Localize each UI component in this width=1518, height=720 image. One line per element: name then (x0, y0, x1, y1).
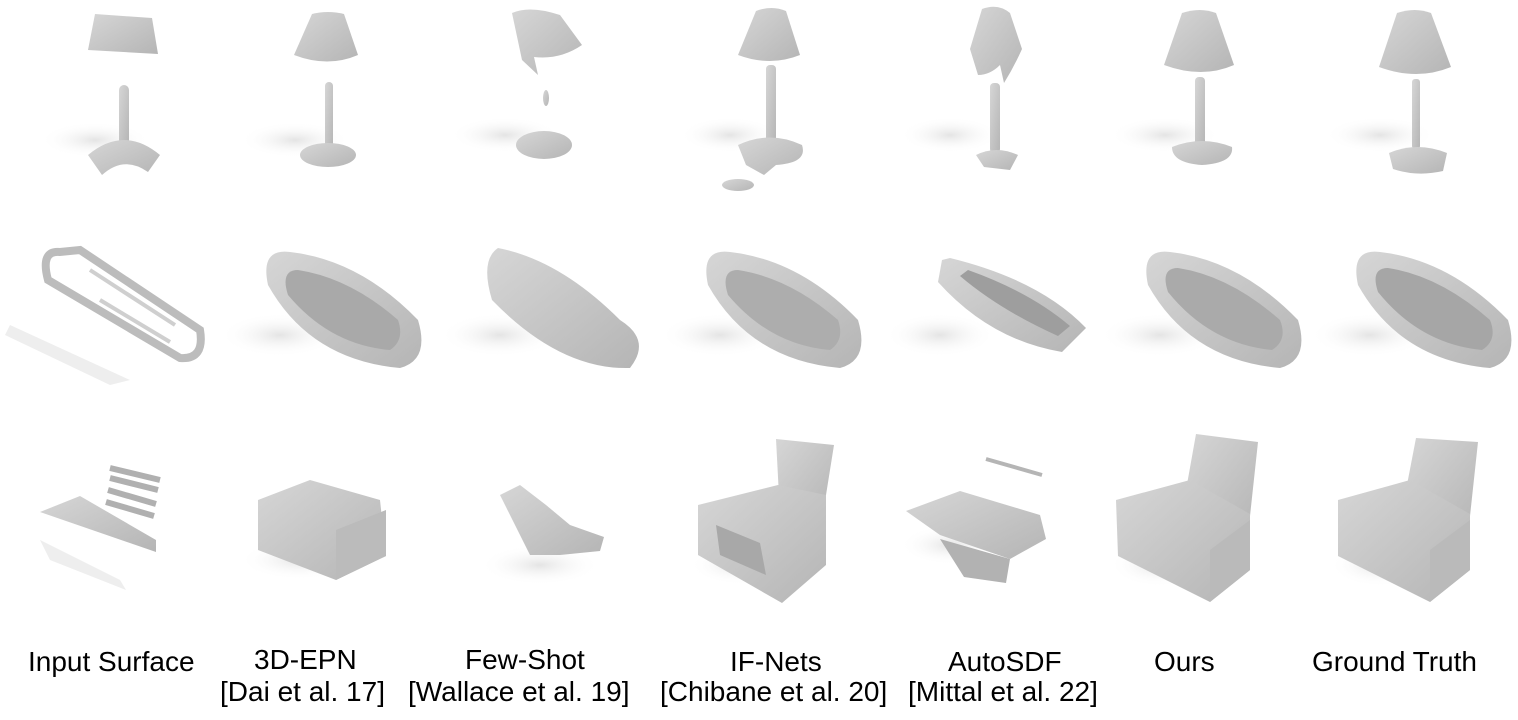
chair-ours-render (1110, 434, 1258, 602)
column-title-ground-truth: Ground Truth (1312, 646, 1477, 677)
citation-autosdf: [Mittal et al. 22] (908, 676, 1098, 707)
bathtub-groundtruth-render (1310, 251, 1512, 368)
column-title-if-nets: IF-Nets (730, 646, 822, 677)
comparison-figure (5, 6, 1512, 603)
bathtub-3depn-render (220, 251, 422, 368)
bathtub-autosdf-render (885, 258, 1086, 357)
column-title-ours: Ours (1154, 646, 1215, 677)
chair-groundtruth-render (1330, 438, 1478, 602)
bathtub-input-render (5, 245, 205, 385)
bathtub-ours-render (1100, 251, 1302, 368)
citation-if-nets: [Chibane et al. 20] (660, 676, 888, 707)
chair-ifnets-render (690, 439, 834, 603)
chair-3depn-render (240, 480, 386, 580)
column-title-autosdf: AutoSDF (948, 646, 1062, 677)
bathtub-ifnets-render (660, 251, 862, 368)
citation-3d-epn: [Dai et al. 17] (220, 676, 385, 707)
lamp-ours-render (1110, 10, 1234, 165)
citation-few-shot: [Wallace et al. 19] (408, 676, 630, 707)
lamp-fewshot-render (450, 9, 582, 159)
chair-input-render (40, 465, 161, 590)
lamp-ifnets-render (680, 8, 803, 191)
chair-autosdf-render (900, 457, 1046, 583)
lamp-3depn-render (240, 12, 358, 167)
lamp-groundtruth-render (1325, 10, 1451, 174)
column-title-input-surface: Input Surface (28, 646, 195, 677)
column-title-few-shot: Few-Shot (465, 644, 585, 675)
column-title-3d-epn: 3D-EPN (254, 644, 357, 675)
lamp-input-render (40, 14, 160, 175)
bathtub-fewshot-render (440, 248, 639, 369)
lamp-autosdf-render (900, 6, 1022, 170)
chair-fewshot-render (480, 485, 604, 585)
